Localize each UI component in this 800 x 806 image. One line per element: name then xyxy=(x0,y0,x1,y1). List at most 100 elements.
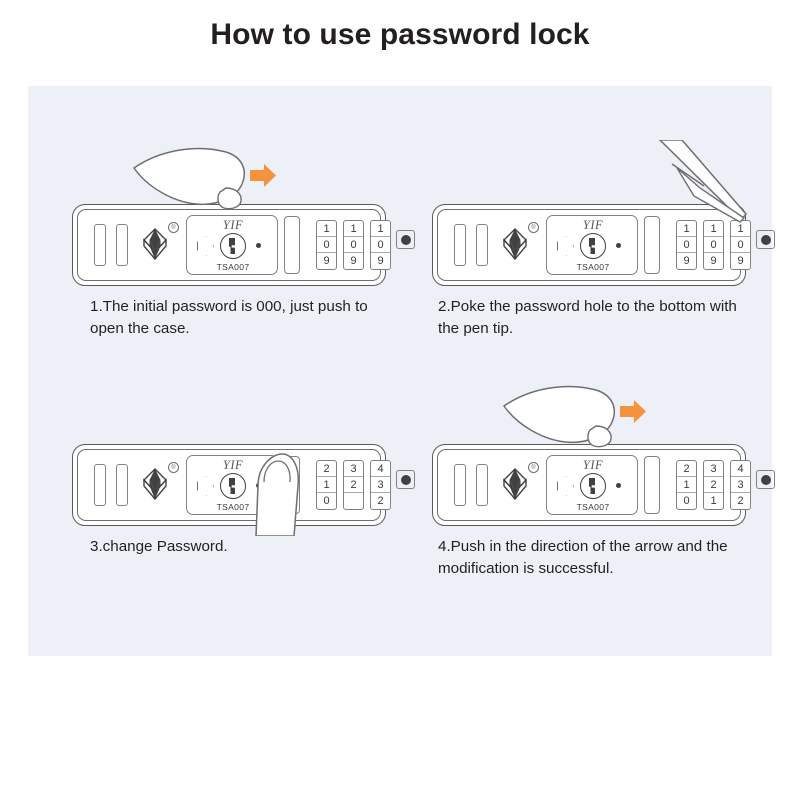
tsa-diamond-logo xyxy=(503,468,527,501)
lock-face-plate-2: YIF TSA007 xyxy=(546,215,638,275)
lock-side-bar xyxy=(284,216,300,274)
dial-group-2[interactable]: 1 0 9 1 0 9 1 0 9 xyxy=(676,220,751,270)
dial-1[interactable]: 2 1 0 xyxy=(316,460,337,510)
dial-digit: 1 xyxy=(731,221,750,237)
registered-mark-icon: ® xyxy=(168,462,179,473)
tsa-diamond-logo xyxy=(503,228,527,261)
dial-digit: 0 xyxy=(677,237,696,253)
dial-digit: 0 xyxy=(683,495,690,507)
dial-digit: 9 xyxy=(323,255,330,267)
dial-3[interactable]: 4 3 2 xyxy=(730,460,751,510)
face-dot-icon xyxy=(256,243,261,248)
tsa-diamond-logo xyxy=(143,228,167,261)
dial-digit: 9 xyxy=(377,255,384,267)
dial-3[interactable]: 4 3 2 xyxy=(370,460,391,510)
dial-1[interactable]: 1 0 9 xyxy=(676,220,697,270)
face-dot-icon xyxy=(616,243,621,248)
dial-digit: 1 xyxy=(317,221,336,237)
dial-digit: 2 xyxy=(677,461,696,477)
dial-2[interactable]: 3 2 xyxy=(343,460,364,510)
step-4: ® YIF TSA007 2 1 0 3 xyxy=(424,385,775,579)
dial-digit: 1 xyxy=(710,495,717,507)
step-3-caption: 3.change Password. xyxy=(90,538,228,555)
lock-device-4: ® YIF TSA007 2 1 0 3 xyxy=(432,444,775,526)
dial-digit: 0 xyxy=(344,237,363,253)
lock-device-3: ® YIF TSA007 2 1 0 3 xyxy=(72,444,415,526)
face-dot-icon xyxy=(616,483,621,488)
model-label: TSA007 xyxy=(216,262,250,272)
dial-digit: 9 xyxy=(350,255,357,267)
keyhole-icon xyxy=(220,473,246,499)
dial-digit: 2 xyxy=(317,461,336,477)
dial-3[interactable]: 1 0 9 xyxy=(370,220,391,270)
direction-arrow-icon xyxy=(197,236,214,256)
model-label: TSA007 xyxy=(216,502,250,512)
dial-digit: 2 xyxy=(377,495,384,507)
direction-arrow-icon xyxy=(197,476,214,496)
lock-side-bar xyxy=(644,216,660,274)
keyhole-icon xyxy=(580,473,606,499)
dial-1[interactable]: 1 0 9 xyxy=(316,220,337,270)
dial-digit: 2 xyxy=(344,477,363,493)
dial-digit xyxy=(344,493,363,509)
direction-arrow-icon xyxy=(557,236,574,256)
dial-2[interactable]: 1 0 9 xyxy=(343,220,364,270)
dial-group-3[interactable]: 2 1 0 3 2 4 3 2 xyxy=(316,460,391,510)
lock-device-1: ® YIF TSA007 1 0 9 1 xyxy=(72,204,415,286)
dial-digit: 1 xyxy=(371,221,390,237)
dial-digit: 2 xyxy=(737,495,744,507)
lock-slot-right xyxy=(476,464,488,506)
lock-slot-right xyxy=(116,224,128,266)
reset-button-2[interactable] xyxy=(756,230,775,249)
lock-slot-right xyxy=(476,224,488,266)
lock-face-plate-1: YIF TSA007 xyxy=(186,215,278,275)
dial-digit: 1 xyxy=(704,221,723,237)
face-dot-icon xyxy=(256,483,261,488)
dial-digit: 0 xyxy=(323,495,330,507)
lock-face-plate-4: YIF TSA007 xyxy=(546,455,638,515)
push-direction-arrow-icon xyxy=(250,164,276,187)
step-2-caption: 2.Poke the password hole to the bottom w… xyxy=(438,298,737,337)
registered-mark-icon: ® xyxy=(168,222,179,233)
dial-digit: 0 xyxy=(317,237,336,253)
dial-1[interactable]: 2 1 0 xyxy=(676,460,697,510)
dial-digit: 0 xyxy=(371,237,390,253)
lock-slot-left xyxy=(94,464,106,506)
tsa-diamond-logo xyxy=(143,468,167,501)
dial-digit: 0 xyxy=(731,237,750,253)
reset-button-3[interactable] xyxy=(396,470,415,489)
step-3-illustration: ® YIF TSA007 2 1 0 3 xyxy=(64,386,415,536)
reset-button-1[interactable] xyxy=(396,230,415,249)
dial-group-4[interactable]: 2 1 0 3 2 1 4 3 2 xyxy=(676,460,751,510)
dial-2[interactable]: 3 2 1 xyxy=(703,460,724,510)
step-3: ® YIF TSA007 2 1 0 3 xyxy=(64,386,415,558)
dial-digit: 4 xyxy=(731,461,750,477)
brand-label: YIF xyxy=(222,458,244,472)
dial-digit: 1 xyxy=(344,221,363,237)
dial-digit: 1 xyxy=(677,221,696,237)
lock-face-plate-3: YIF TSA007 xyxy=(186,455,278,515)
lock-slot-left xyxy=(94,224,106,266)
step-2: ® YIF TSA007 1 0 9 1 xyxy=(424,140,775,339)
keyhole-icon xyxy=(580,233,606,259)
dial-digit: 3 xyxy=(371,477,390,493)
instruction-board: ® YIF TSA007 1 0 9 1 xyxy=(28,86,775,656)
dial-3[interactable]: 1 0 9 xyxy=(730,220,751,270)
step-4-illustration: ® YIF TSA007 2 1 0 3 xyxy=(424,385,775,536)
registered-mark-icon: ® xyxy=(528,222,539,233)
dial-digit: 3 xyxy=(704,461,723,477)
step-1: ® YIF TSA007 1 0 9 1 xyxy=(64,146,415,339)
lock-slot-right xyxy=(116,464,128,506)
step-1-caption: 1.The initial password is 000, just push… xyxy=(90,298,368,337)
dial-digit: 1 xyxy=(317,477,336,493)
dial-digit: 1 xyxy=(677,477,696,493)
dial-group-1[interactable]: 1 0 9 1 0 9 1 0 9 xyxy=(316,220,391,270)
dial-digit: 3 xyxy=(731,477,750,493)
registered-mark-icon: ® xyxy=(528,462,539,473)
dial-digit: 4 xyxy=(371,461,390,477)
keyhole-icon xyxy=(220,233,246,259)
lock-slot-left xyxy=(454,224,466,266)
brand-label: YIF xyxy=(222,218,244,232)
dial-2[interactable]: 1 0 9 xyxy=(703,220,724,270)
reset-button-4[interactable] xyxy=(756,470,775,489)
